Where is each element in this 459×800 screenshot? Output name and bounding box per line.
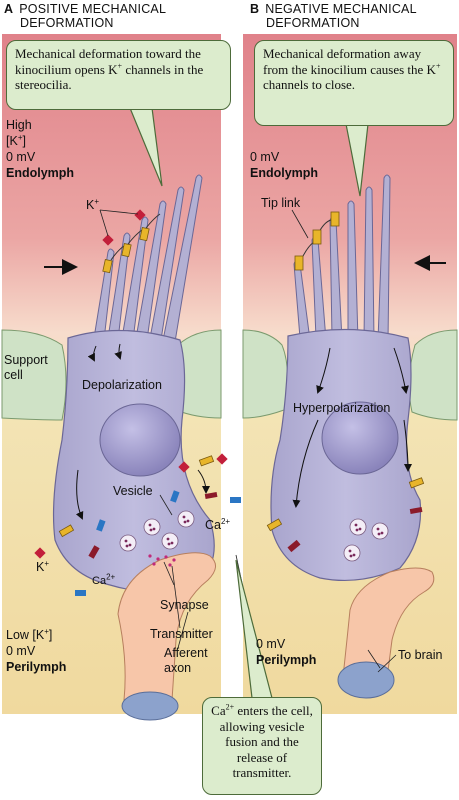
- panel-b-title-line1: NEGATIVE MECHANICAL: [265, 2, 417, 16]
- channel-b3: [330, 211, 340, 227]
- ca-ion-a4: [230, 497, 241, 503]
- label-k-concentration: [K+]: [6, 132, 26, 148]
- label-depolarization: Depolarization: [82, 378, 162, 392]
- stereocilium-b3: [329, 216, 343, 341]
- vesicle-b3: [343, 544, 361, 562]
- callout-calcium-entry: Ca2+ enters the cell, allowing vesicle f…: [202, 697, 322, 795]
- label-vesicle: Vesicle: [113, 484, 153, 498]
- label-endolymph-a: Endolymph: [6, 166, 75, 180]
- vesicle-a1: [143, 518, 161, 536]
- vesicle-b2: [371, 522, 389, 540]
- panel-b-letter: B: [250, 2, 260, 16]
- label-zero-mv-endolymph-a: 0 mV: [6, 150, 36, 164]
- label-hyperpolarization: Hyperpolarization: [293, 401, 391, 415]
- stereocilium-a3: [121, 216, 149, 341]
- vesicle-a3: [119, 534, 137, 552]
- label-perilymph-b: Perilymph: [256, 653, 317, 667]
- panel-a-art: [1, 174, 266, 721]
- panel-a-letter: A: [4, 2, 14, 16]
- ca-channel-b1: [287, 539, 301, 553]
- support-cell-left-a: [1, 329, 67, 421]
- label-afferent-axon: Afferent axon: [164, 646, 208, 675]
- basal-channel-a1: [58, 524, 75, 538]
- stereocilium-a4: [135, 200, 167, 341]
- kinocilium-a: [162, 174, 203, 343]
- label-to-brain: To brain: [398, 648, 443, 662]
- channel-a2: [121, 243, 132, 258]
- basal-channel-a2: [198, 455, 215, 467]
- axon-terminal-b: [337, 661, 395, 699]
- label-zero-mv-endolymph-b: 0 mV: [250, 150, 280, 164]
- label-k-ion: K+: [86, 196, 100, 212]
- stereocilium-a5: [149, 186, 185, 341]
- vesicle-a4: [161, 532, 179, 550]
- ca-channel-a1: [88, 545, 100, 559]
- label-zero-mv-perilymph-a: 0 mV: [6, 644, 36, 658]
- callout-pointer-a: [129, 107, 163, 187]
- ca-ion-a1: [170, 490, 180, 503]
- panel-b-title: B NEGATIVE MECHANICAL DEFORMATION: [250, 2, 417, 30]
- label-tip-link: Tip link: [261, 196, 301, 210]
- panel-b-art: [242, 174, 458, 699]
- panel-a-title-line2: DEFORMATION: [20, 16, 114, 30]
- label-support-cell: Support cell: [4, 353, 48, 382]
- basal-channel-b1: [266, 518, 283, 532]
- label-endolymph-b: Endolymph: [250, 166, 319, 180]
- label-ca-ion-small: Ca2+: [92, 572, 116, 587]
- label-ca-ion: Ca2+: [205, 516, 231, 532]
- label-k-out: K+: [36, 558, 50, 574]
- callout-negative-deformation: Mechanical deformation away from the kin…: [254, 40, 454, 126]
- vesicle-b1: [349, 518, 367, 536]
- axon-terminal-a: [121, 691, 179, 721]
- label-high: High: [6, 118, 32, 132]
- label-transmitter: Transmitter: [150, 627, 213, 641]
- nucleus-b: [321, 401, 399, 475]
- channel-a3: [139, 227, 150, 242]
- vesicle-a2: [177, 510, 195, 528]
- label-synapse: Synapse: [160, 598, 209, 612]
- label-perilymph-a: Perilymph: [6, 660, 67, 674]
- stereocilium-b4: [347, 200, 359, 341]
- ca-channel-b2: [409, 506, 423, 514]
- ca-ion-a3: [75, 590, 86, 596]
- nucleus-a: [99, 403, 181, 477]
- panel-b-title-line2: DEFORMATION: [266, 16, 360, 30]
- panel-a-title-line1: POSITIVE MECHANICAL: [19, 2, 167, 16]
- ca-ion-a2: [96, 519, 106, 532]
- basal-channel-b2: [408, 477, 425, 489]
- callout-pointer-b: [345, 123, 369, 197]
- support-cell-left-b: [242, 329, 289, 419]
- stereocilium-b1: [293, 260, 311, 341]
- channel-b2: [312, 229, 322, 245]
- label-zero-mv-perilymph-b: 0 mV: [256, 637, 286, 651]
- callout-positive-deformation: Mechanical deformation toward the kinoci…: [6, 40, 231, 110]
- label-low-k: Low [K+]: [6, 626, 53, 642]
- stereocilium-b5: [363, 186, 375, 341]
- ca-channel-a2: [204, 491, 218, 499]
- callout-pointer-c: [235, 559, 273, 699]
- channel-a1: [102, 259, 113, 274]
- stereocilium-b2: [311, 236, 327, 341]
- stereocilium-a2: [107, 232, 131, 341]
- channel-b1: [294, 255, 304, 271]
- k-ion-a1: [134, 209, 146, 221]
- afferent-axon-a: [117, 552, 216, 701]
- support-cell-right-b: [408, 329, 458, 421]
- kinocilium-b: [377, 174, 391, 343]
- k-ion-a2: [102, 234, 114, 246]
- panel-a-title: A POSITIVE MECHANICAL DEFORMATION: [4, 2, 166, 30]
